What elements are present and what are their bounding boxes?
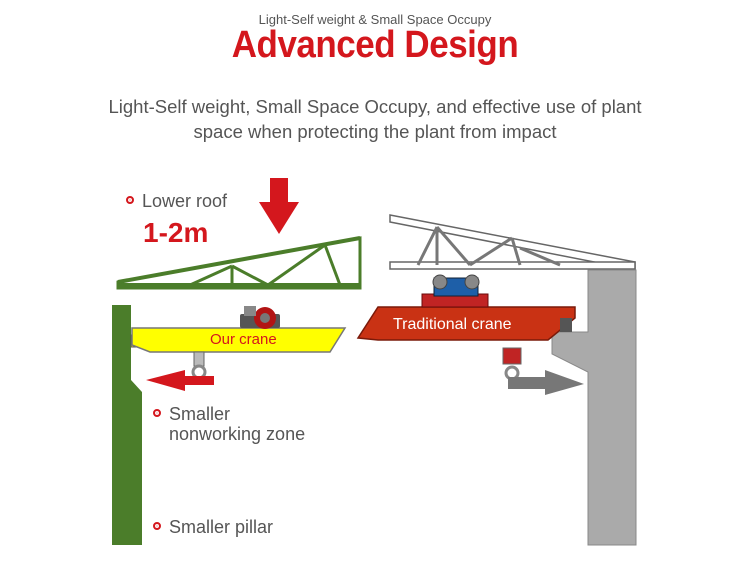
description-line-2: space when protecting the plant from imp… [193, 121, 557, 142]
traditional-hook-icon [502, 347, 522, 381]
down-arrow-icon [259, 178, 299, 234]
bullet-dot-icon [126, 196, 134, 205]
our-hook-icon [191, 351, 207, 380]
our-crane-girder [131, 327, 347, 353]
description: Light-Self weight, Small Space Occupy, a… [0, 94, 750, 144]
lower-roof-label: Lower roof [126, 191, 227, 212]
traditional-pillar [551, 269, 637, 546]
green-roof-truss [116, 236, 362, 290]
description-line-1: Light-Self weight, Small Space Occupy, a… [108, 96, 642, 117]
smaller-pillar-label: Smaller pillar [153, 517, 273, 538]
roof-drop-label: 1-2m [143, 217, 209, 248]
our-crane-label: Our crane [210, 331, 277, 348]
bullet-dot-icon [153, 522, 161, 531]
left-arrow-icon [146, 370, 214, 391]
traditional-crane-girder [356, 306, 576, 341]
page-title: Advanced Design [231, 24, 519, 66]
smaller-nonworking-label: Smaller [153, 404, 230, 425]
smaller-nonworking-label-line-2: nonworking zone [169, 424, 306, 444]
our-trolley-icon [240, 306, 280, 329]
traditional-trolley-icon [421, 274, 489, 308]
outline-roof-truss [389, 214, 636, 271]
traditional-crane-label: Traditional crane [393, 316, 512, 333]
subtitle: Light-Self weight & Small Space Occupy [258, 12, 492, 27]
bullet-dot-icon [153, 409, 161, 418]
right-arrow-icon [508, 370, 584, 395]
